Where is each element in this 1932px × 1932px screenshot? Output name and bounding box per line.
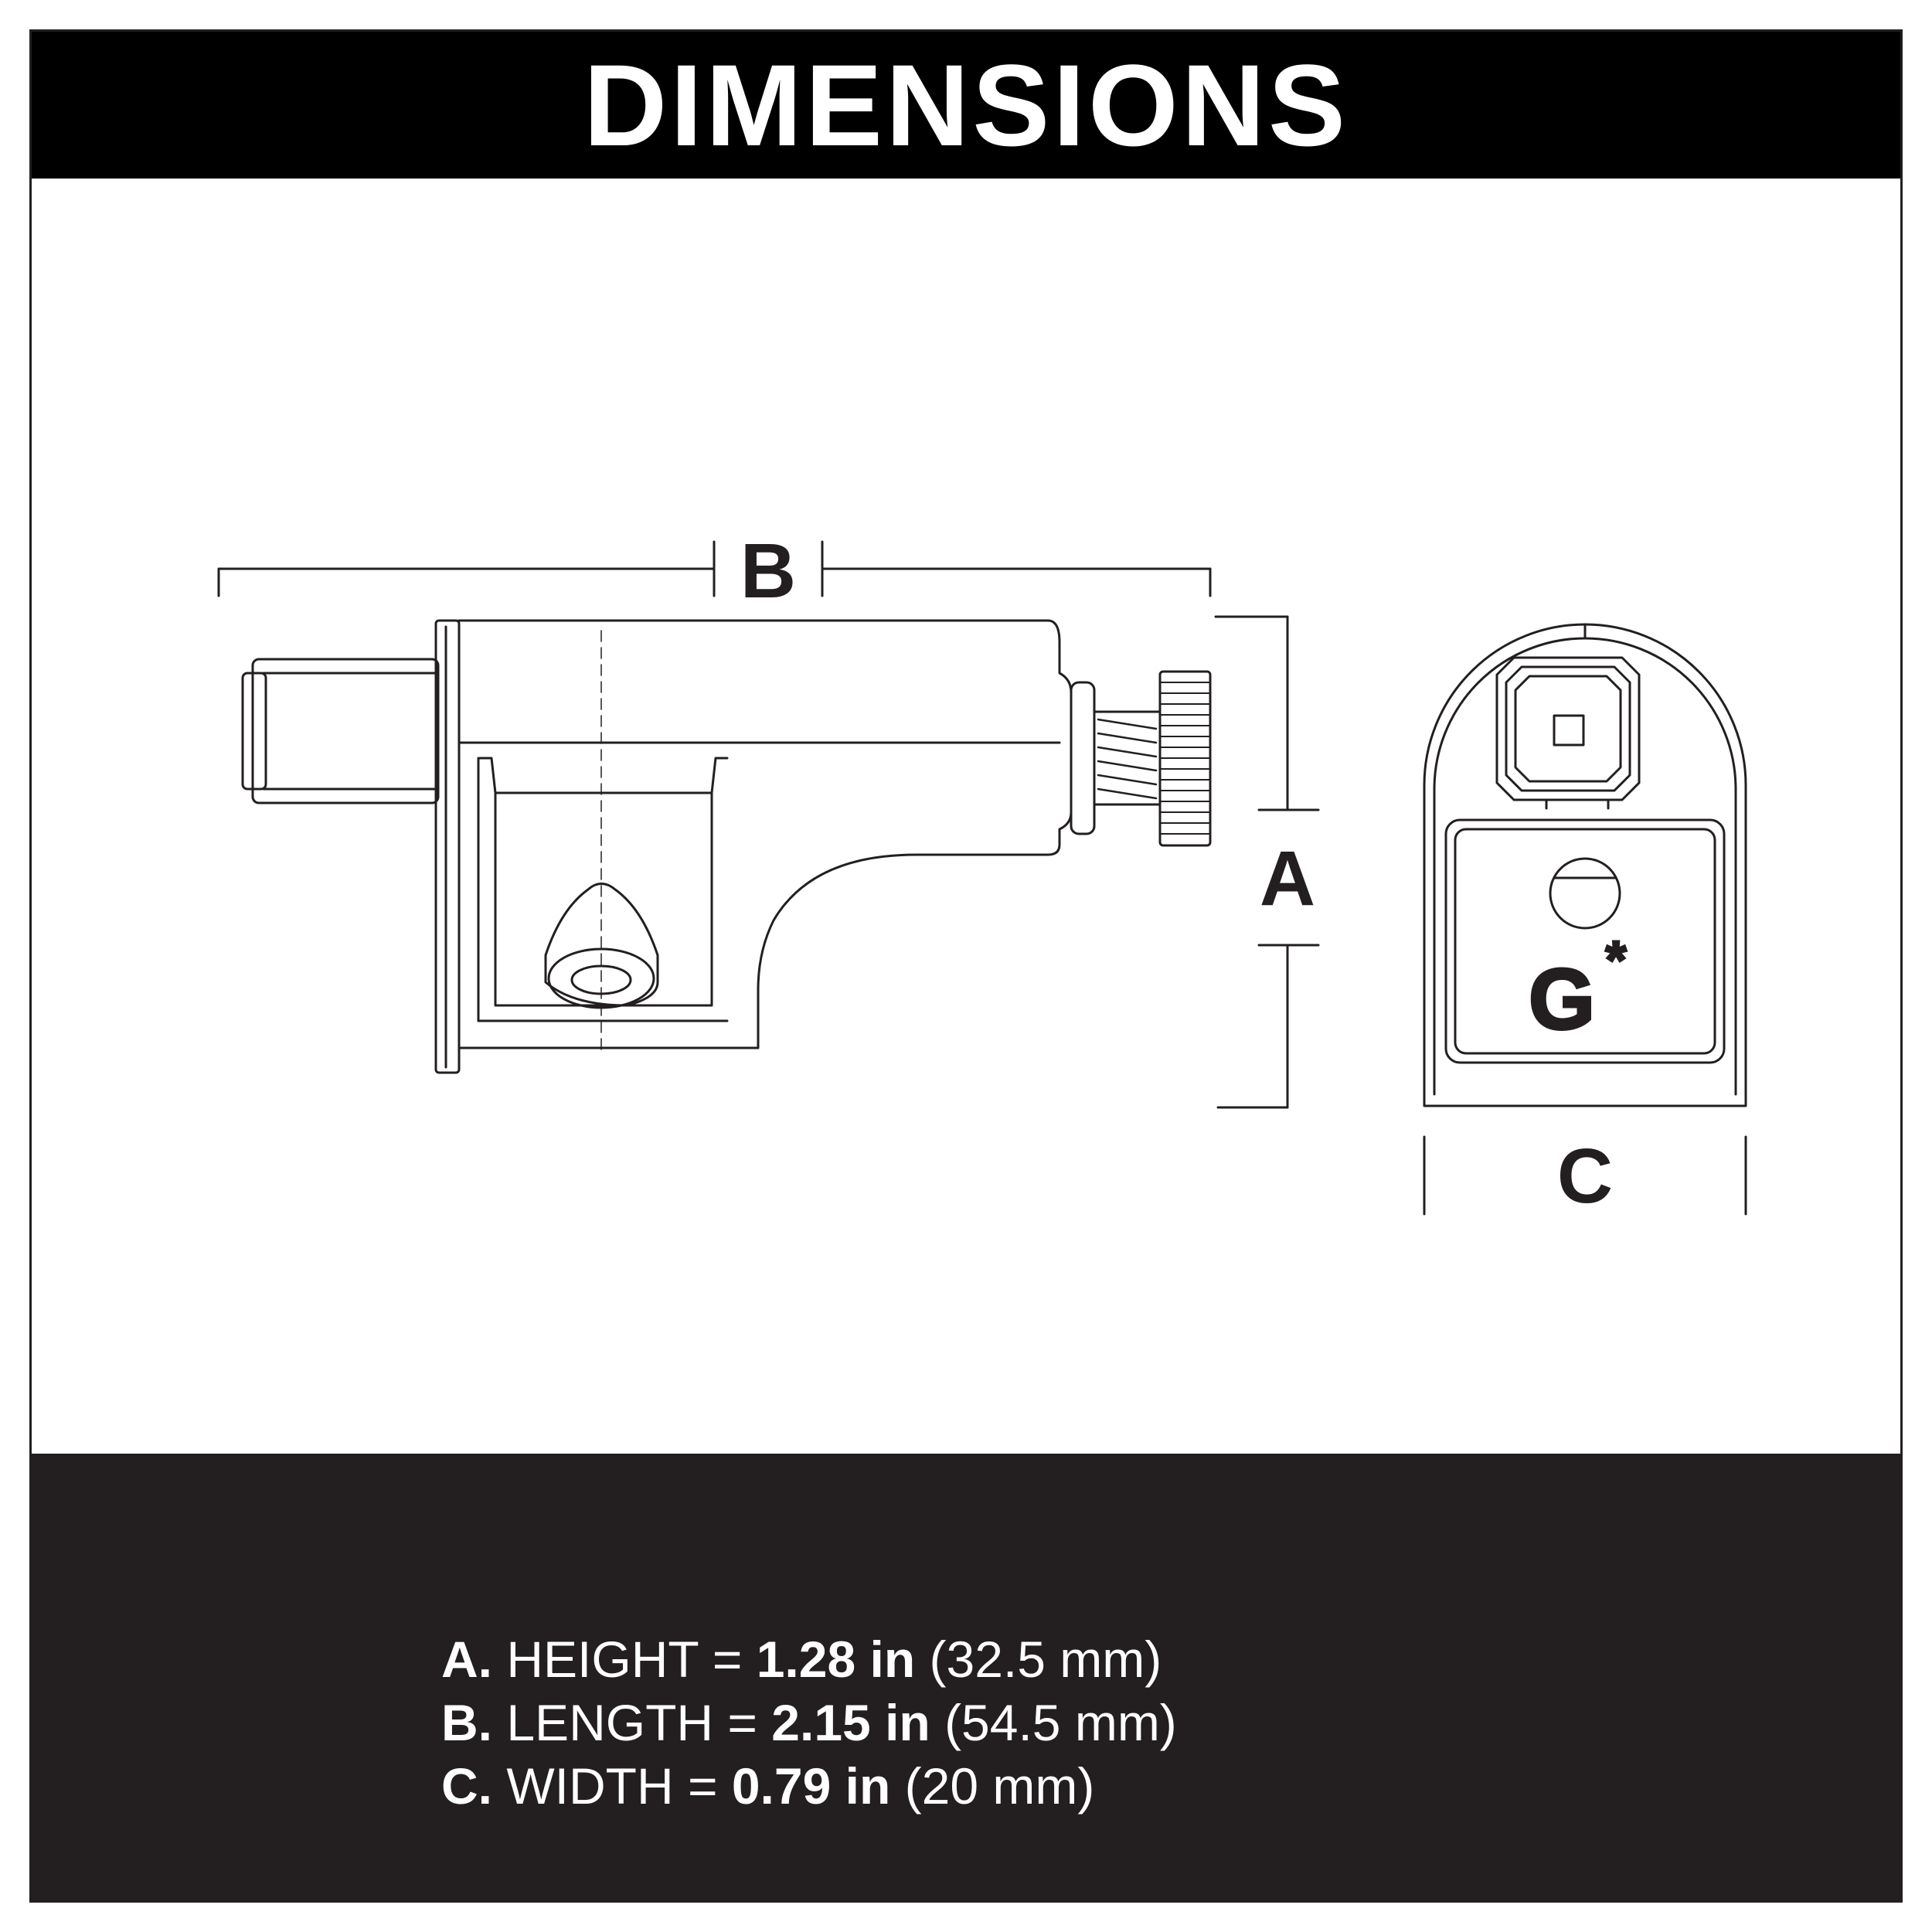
specs-panel: A. HEIGHT = 1.28 in (32.5 mm) B. LENGTH … [32, 1454, 1900, 1900]
dimensions-card: DIMENSIONS [29, 29, 1903, 1903]
spec-value-in: 1.28 in [756, 1631, 916, 1688]
spec-width: C. WIDTH = 0.79 in (20 mm) [441, 1754, 1177, 1818]
brand-logo: G * [1527, 929, 1628, 1049]
dimension-label-b: B [740, 528, 796, 614]
spec-value-mm: (54.5 mm) [944, 1694, 1177, 1751]
spec-letter: B. [441, 1694, 492, 1751]
spec-letter: A. [441, 1631, 492, 1688]
dimension-lines [217, 540, 1747, 1216]
spec-height: A. HEIGHT = 1.28 in (32.5 mm) [441, 1628, 1177, 1691]
spec-value-mm: (32.5 mm) [929, 1631, 1162, 1688]
spec-value-in: 0.79 in [731, 1757, 891, 1815]
spec-length: B. LENGTH = 2.15 in (54.5 mm) [441, 1691, 1177, 1754]
spec-name: LENGTH = [506, 1694, 757, 1751]
page-title: DIMENSIONS [583, 40, 1349, 170]
svg-text:G: G [1529, 952, 1595, 1047]
dimension-label-a: A [1260, 835, 1315, 922]
drawing-svg: G * B A C [217, 528, 1747, 1219]
spec-value-mm: (20 mm) [904, 1757, 1095, 1815]
header-bar: DIMENSIONS [32, 32, 1900, 179]
dimension-label-c: C [1557, 1133, 1613, 1219]
spec-letter: C. [441, 1757, 492, 1815]
spec-value-in: 2.15 in [771, 1694, 930, 1751]
front-view [1423, 623, 1747, 1107]
svg-text:*: * [1605, 930, 1627, 990]
specs-list: A. HEIGHT = 1.28 in (32.5 mm) B. LENGTH … [441, 1628, 1177, 1818]
spec-name: HEIGHT = [506, 1631, 743, 1688]
spec-name: WIDTH = [506, 1757, 718, 1815]
side-view [241, 619, 1212, 1074]
technical-drawing: G * B A C [32, 179, 1900, 1446]
